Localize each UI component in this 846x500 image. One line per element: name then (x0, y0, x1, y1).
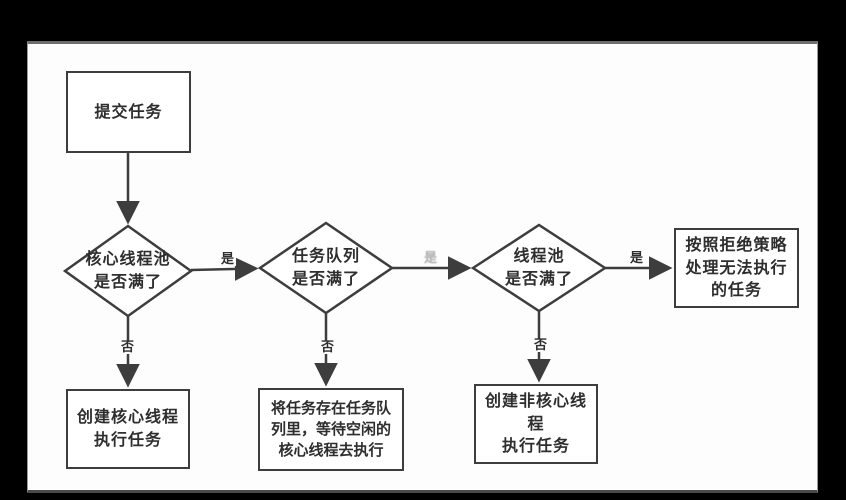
flowchart-wires (62, 152, 673, 388)
create-noncore-thread-line: 执行任务 (501, 436, 570, 456)
edge-label-yes-3: 是 (628, 251, 646, 266)
create-core-thread-line: 创建核心线程 (76, 407, 179, 427)
store-in-queue-line: 将任务存在任务队 (270, 398, 391, 417)
core-pool-full-diamond (62, 224, 194, 318)
thread-pool-full-diamond (470, 223, 608, 313)
task-queue-full-diamond (257, 221, 395, 315)
edge-label-no-1: 否 (119, 340, 137, 355)
create-noncore-thread-line: 创建非核心线 (484, 390, 587, 410)
edge-label-yes-1: 是 (219, 252, 237, 267)
reject-policy-line: 的任务 (710, 280, 762, 300)
reject-policy-box: 按照拒绝策略 处理无法执行 的任务 (674, 228, 799, 308)
arrow-corepool-yes-to-queue (190, 257, 259, 281)
create-core-thread-box: 创建核心线程 执行任务 (66, 389, 190, 469)
store-in-queue-box: 将任务存在任务队 列里，等待空闲的 核心线程去执行 (258, 388, 404, 471)
create-noncore-thread-line: 程 (527, 413, 545, 433)
edge-label-no-3: 否 (532, 338, 550, 353)
edge-label-no-2: 否 (319, 340, 337, 355)
store-in-queue-line: 核心线程去执行 (278, 441, 384, 460)
submit-task-label: 提交任务 (94, 101, 163, 121)
create-noncore-thread-box: 创建非核心线 程 执行任务 (474, 384, 598, 464)
reject-policy-line: 处理无法执行 (685, 257, 788, 277)
submit-task-box: 提交任务 (66, 71, 191, 153)
create-core-thread-line: 执行任务 (93, 430, 162, 449)
store-in-queue-line: 列里，等待空闲的 (270, 419, 391, 438)
flowchart-canvas: 提交任务 按照拒绝策略 处理无法执行 的任务 创建核心线程 执行任务 将任务存在… (27, 41, 818, 493)
reject-policy-line: 按照拒绝策略 (685, 234, 788, 254)
edge-label-yes-2: 是 (422, 251, 440, 266)
